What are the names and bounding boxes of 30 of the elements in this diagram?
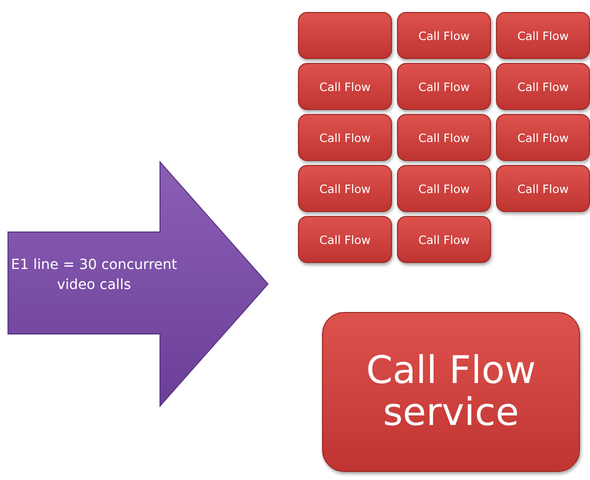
box-label: Call Flow bbox=[319, 182, 371, 196]
call-flow-box bbox=[496, 114, 590, 161]
service-box bbox=[322, 312, 580, 472]
box-label: Call Flow bbox=[319, 232, 371, 246]
box-label: Call Flow bbox=[319, 130, 371, 144]
call-flow-box bbox=[496, 165, 590, 212]
arrow-label: E1 line = 30 concurrent video calls bbox=[10, 256, 178, 295]
box-label: Call Flow bbox=[517, 130, 569, 144]
box-label: Call Flow bbox=[418, 182, 470, 196]
empty-box bbox=[298, 12, 392, 59]
call-flow-box bbox=[397, 216, 491, 263]
call-flow-box bbox=[298, 216, 392, 263]
box-label: Call Flow bbox=[418, 28, 470, 42]
box-label: Call Flow bbox=[517, 182, 569, 196]
call-flow-box bbox=[397, 12, 491, 59]
service-label: Call Flow service bbox=[365, 350, 537, 434]
box-label: Call Flow bbox=[418, 130, 470, 144]
call-flow-box bbox=[298, 165, 392, 212]
call-flow-box bbox=[496, 12, 590, 59]
call-flow-box bbox=[397, 165, 491, 212]
box-label: Call Flow bbox=[517, 80, 569, 94]
call-flow-box bbox=[397, 63, 491, 110]
box-label: Call Flow bbox=[517, 28, 569, 42]
call-flow-box bbox=[496, 63, 590, 110]
call-flow-box bbox=[397, 114, 491, 161]
call-flow-box bbox=[298, 63, 392, 110]
call-flow-box bbox=[298, 114, 392, 161]
box-label: Call Flow bbox=[418, 80, 470, 94]
box-label: Call Flow bbox=[319, 80, 371, 94]
box-label: Call Flow bbox=[418, 232, 470, 246]
